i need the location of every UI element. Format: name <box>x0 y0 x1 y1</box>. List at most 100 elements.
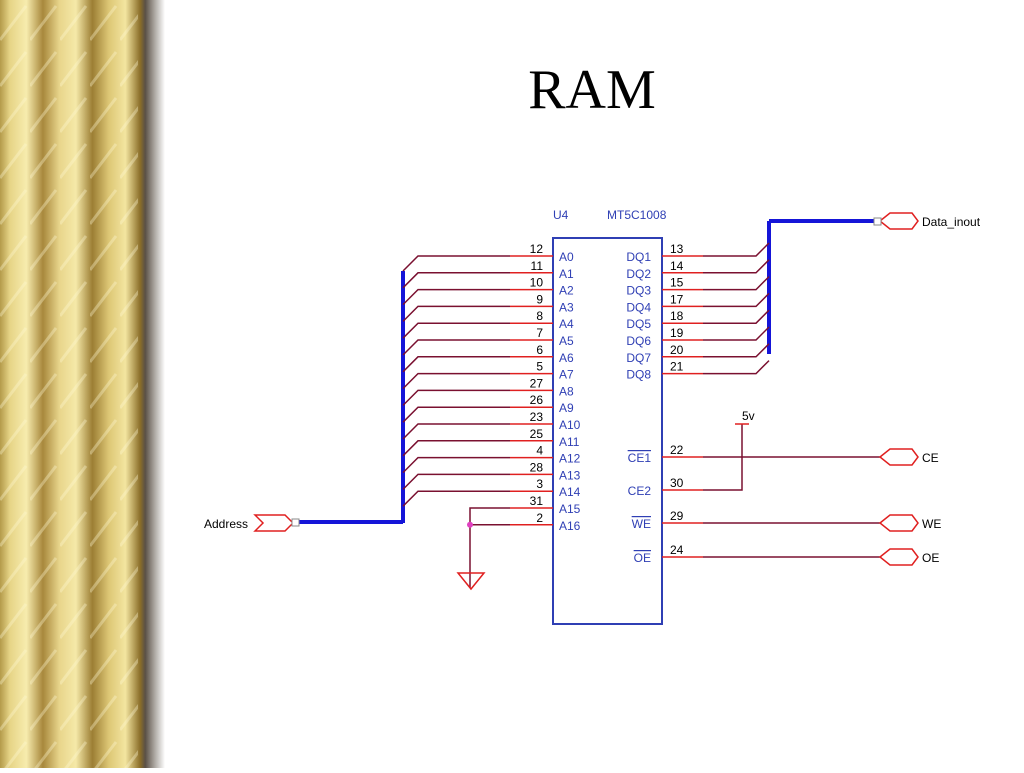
address-wire <box>402 356 510 373</box>
pin-number-a9: 26 <box>530 393 544 407</box>
chip-body <box>552 237 663 625</box>
pin-label-a0: A0 <box>559 250 574 264</box>
pin-number-a15: 31 <box>530 494 544 508</box>
pin-number-a10: 23 <box>530 410 544 424</box>
pin-number-a13: 28 <box>530 460 544 474</box>
data-wire <box>703 326 770 341</box>
data-wire <box>703 259 770 274</box>
pin-label-a11: A11 <box>559 435 580 449</box>
junction-dot <box>467 521 473 528</box>
pin-label-a2: A2 <box>559 284 574 298</box>
chip-part-number: MT5C1008 <box>607 208 667 222</box>
we-port-label: WE <box>922 517 941 531</box>
pin-number-a6: 6 <box>536 343 543 357</box>
pin-number-dq5: 18 <box>670 309 684 323</box>
address-connector <box>253 514 295 532</box>
pin-label-a4: A4 <box>559 317 574 331</box>
pin-label-a3: A3 <box>559 300 574 314</box>
data-wire <box>703 292 770 308</box>
pin-number-a0: 12 <box>530 242 544 256</box>
pin-number-dq6: 19 <box>670 326 684 340</box>
oe-connector <box>878 548 919 566</box>
pin-number-a14: 3 <box>536 477 543 491</box>
we-connector <box>878 514 919 532</box>
address-wire <box>402 473 510 490</box>
ce-port-label: CE <box>922 451 939 465</box>
address-wire <box>402 490 510 507</box>
ground-symbol <box>456 572 486 591</box>
decorative-sidebar <box>0 0 165 768</box>
ce-connector <box>878 448 919 466</box>
address-wire <box>402 456 510 474</box>
data-inout-port-label: Data_inout <box>922 215 981 229</box>
oe-port-label: OE <box>922 551 939 565</box>
pin-number-a16: 2 <box>536 511 543 525</box>
pin-number-oe: 24 <box>670 543 684 557</box>
data-wire <box>703 309 770 324</box>
address-wire <box>402 406 510 423</box>
address-wire <box>402 423 510 440</box>
pin-label-a5: A5 <box>559 334 574 348</box>
pin-number-a1: 11 <box>531 259 544 273</box>
address-wire <box>402 389 510 406</box>
pin-label-a16: A16 <box>559 519 581 533</box>
pin-number-dq7: 20 <box>670 343 684 357</box>
pin-number-a12: 4 <box>536 444 543 458</box>
pin-number-ce1: 22 <box>670 443 684 457</box>
data-wire <box>703 360 770 375</box>
address-wire <box>402 372 510 390</box>
pin-label-a12: A12 <box>559 452 581 466</box>
pin-label-a14: A14 <box>559 485 581 499</box>
address-wire <box>402 440 510 457</box>
data-inout-connector <box>878 212 919 230</box>
address-wire <box>402 272 510 289</box>
pin-number-a2: 10 <box>530 276 544 290</box>
pin-label-oe: OE <box>634 551 651 565</box>
address-port-label: Address <box>204 517 248 531</box>
pin-label-a6: A6 <box>559 351 574 365</box>
address-wire <box>402 255 510 272</box>
pin-label-a13: A13 <box>559 468 581 482</box>
chip-ref: U4 <box>553 208 569 222</box>
ce2-power-wire <box>703 424 743 491</box>
address-wire <box>402 305 510 322</box>
pin-label-dq1: DQ1 <box>626 250 651 264</box>
address-wire <box>402 322 510 339</box>
pin-number-a11: 25 <box>530 427 544 441</box>
data-wire <box>703 276 770 291</box>
pin-number-dq3: 15 <box>670 276 684 290</box>
pin-label-ce1: CE1 <box>628 451 652 465</box>
pin-label-dq6: DQ6 <box>626 334 651 348</box>
data-wire <box>703 242 770 257</box>
address-port-terminal <box>291 518 300 527</box>
pin-number-a8: 27 <box>530 376 544 390</box>
pin-label-a15: A15 <box>559 502 581 516</box>
pin-label-dq5: DQ5 <box>626 317 651 331</box>
pin-number-dq4: 17 <box>670 292 684 306</box>
address-wire <box>402 339 510 356</box>
pin-label-we: WE <box>632 517 651 531</box>
pin-label-a7: A7 <box>559 368 574 382</box>
slide-title: RAM <box>528 59 656 121</box>
power-label: 5v <box>742 409 755 423</box>
ground-wire <box>469 507 510 588</box>
data-port-terminal <box>873 217 882 226</box>
pin-label-a10: A10 <box>559 418 581 432</box>
pin-label-dq7: DQ7 <box>626 351 651 365</box>
pin-label-a8: A8 <box>559 384 574 398</box>
pin-number-a5: 7 <box>536 326 543 340</box>
pin-number-a3: 9 <box>536 292 543 306</box>
pin-number-dq2: 14 <box>670 259 684 273</box>
pin-label-a9: A9 <box>559 401 574 415</box>
pin-number-dq1: 13 <box>670 242 684 256</box>
pin-label-dq8: DQ8 <box>626 368 651 382</box>
pin-label-dq3: DQ3 <box>626 284 651 298</box>
pin-label-dq2: DQ2 <box>626 267 651 281</box>
pin-number-ce2: 30 <box>670 476 684 490</box>
pin-label-ce2: CE2 <box>628 484 652 498</box>
pin-label-dq4: DQ4 <box>626 300 651 314</box>
pin-number-a7: 5 <box>536 360 543 374</box>
pin-number-dq8: 21 <box>670 360 684 374</box>
pin-number-we: 29 <box>670 509 684 523</box>
